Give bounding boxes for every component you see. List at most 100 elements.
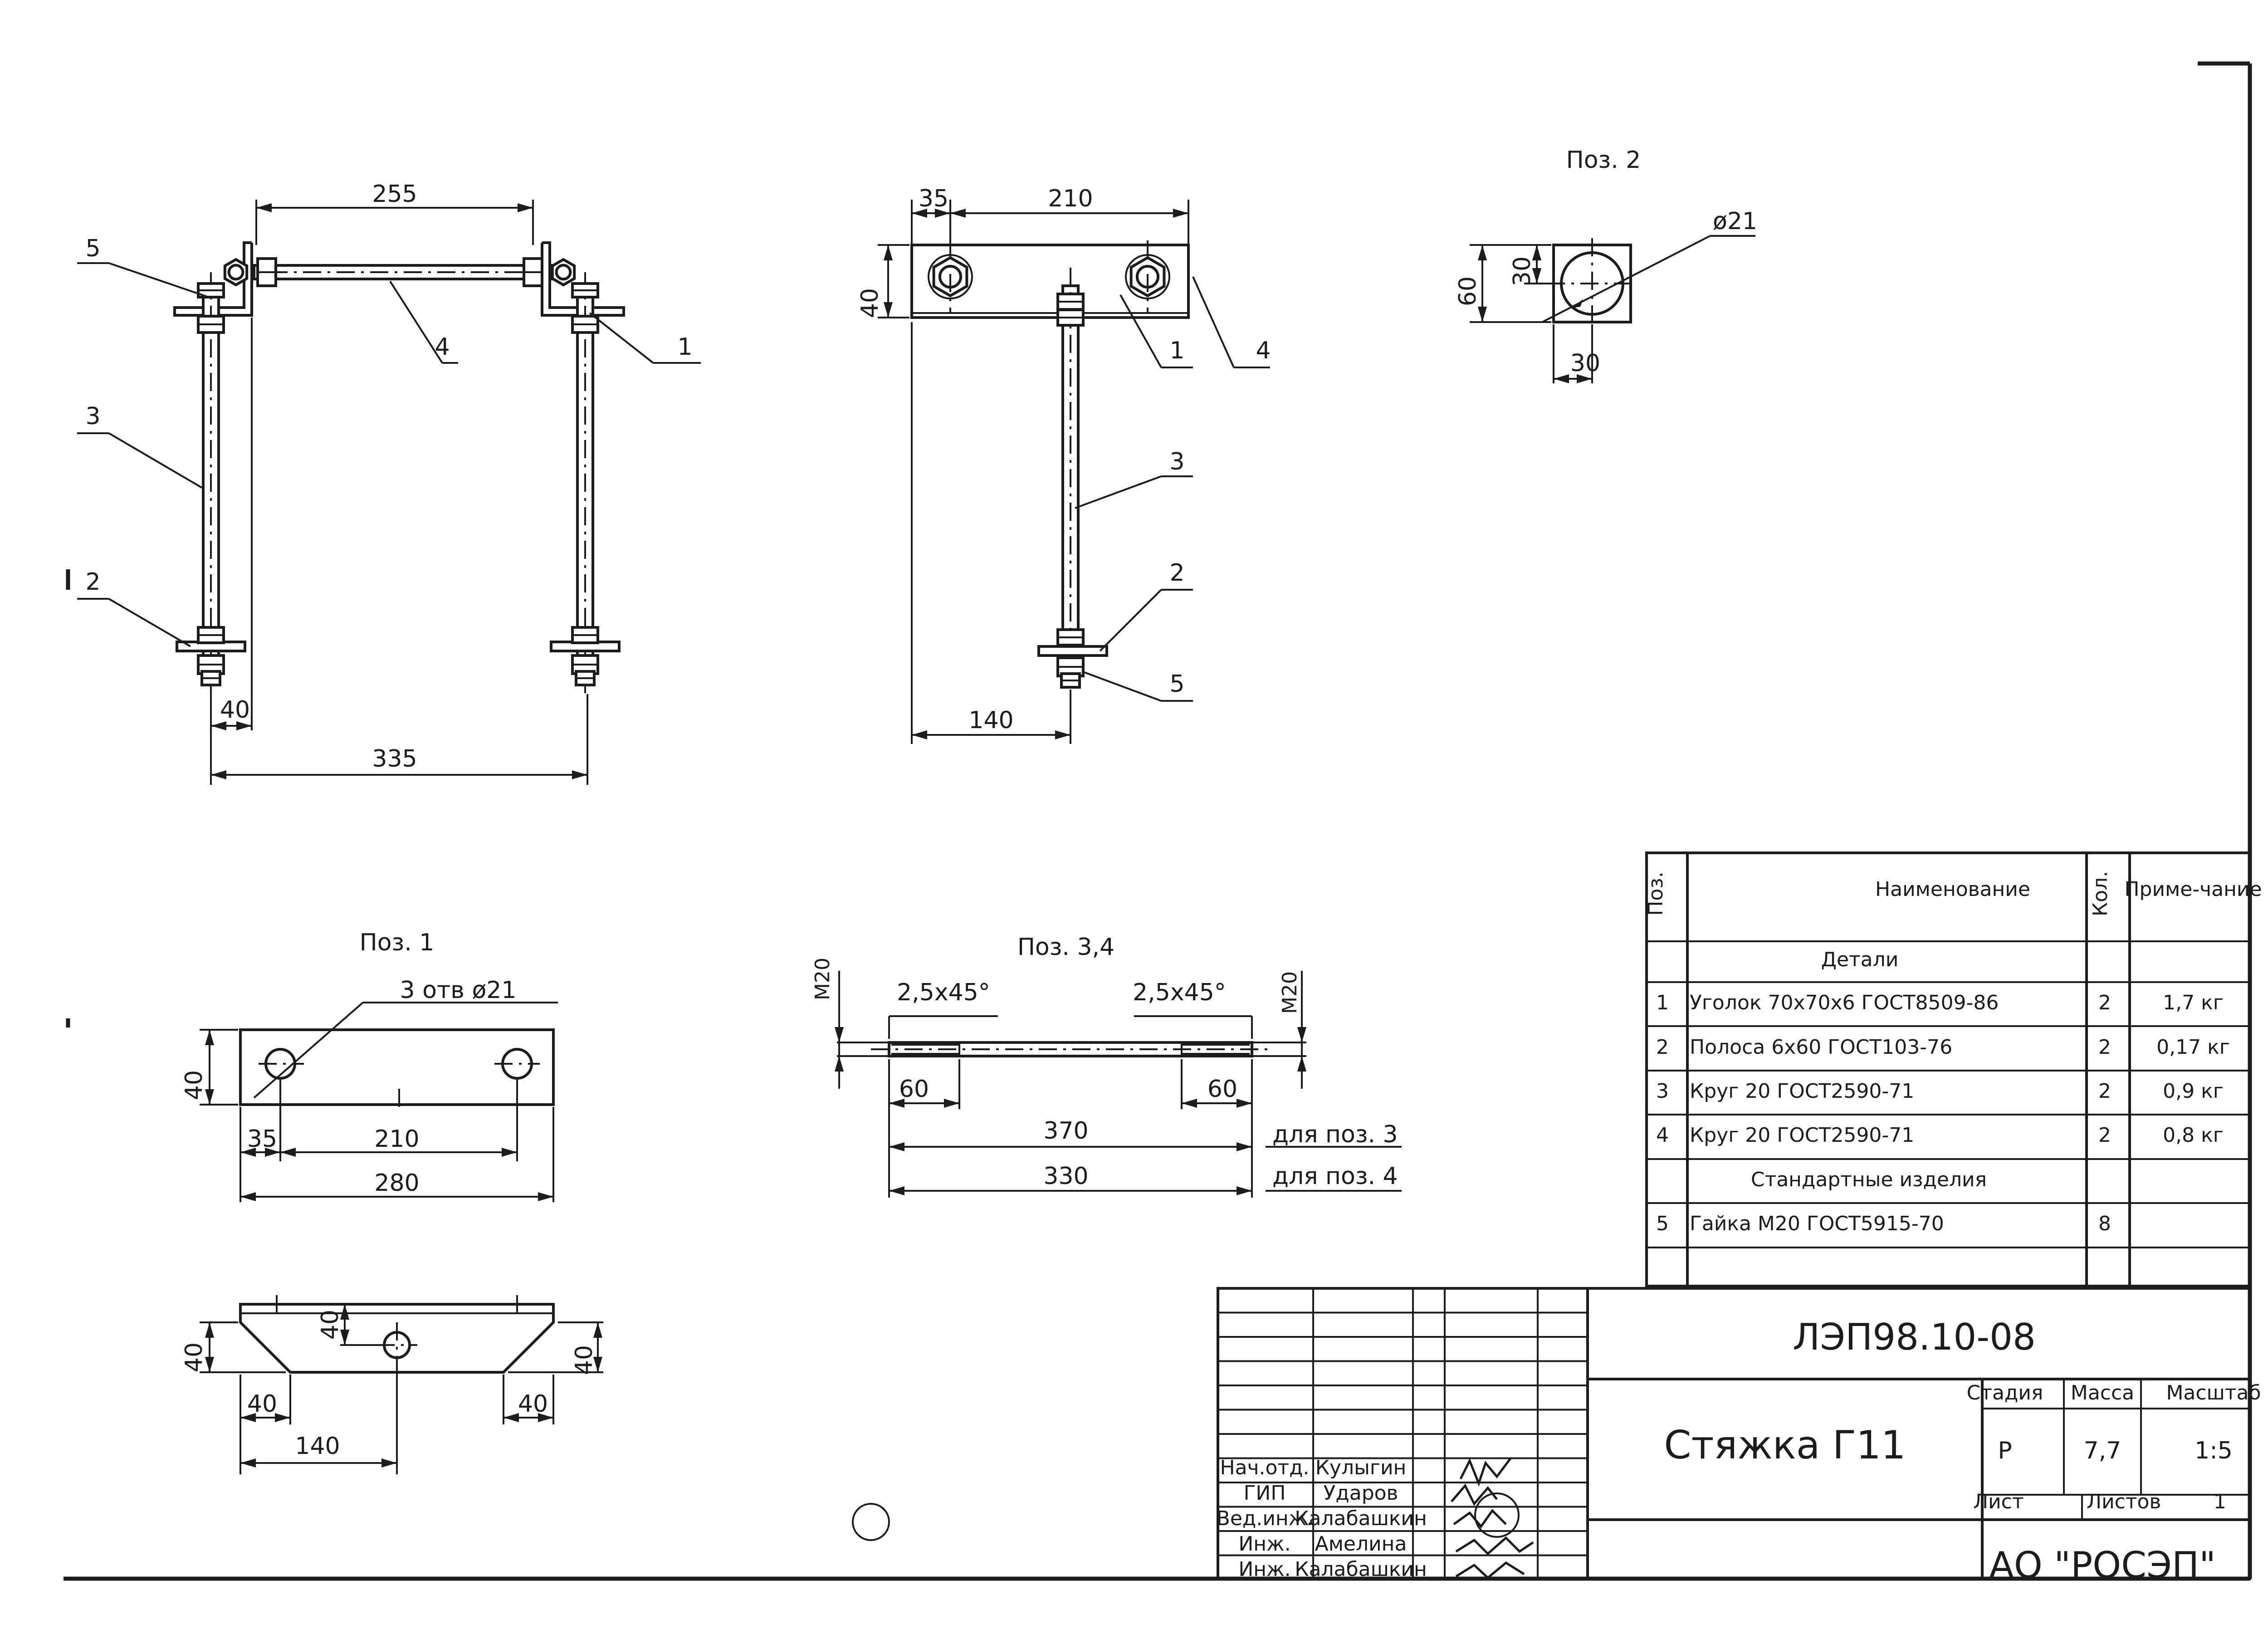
pos1-dim-40-side-l: 40: [181, 1342, 208, 1372]
table-row: 3 Круг 20 ГОСТ2590-71 2 0,9 кг: [1656, 1080, 2224, 1103]
pos1-dim-35: 35: [247, 1125, 277, 1153]
pos34-for-pos3: для поз. 3: [1272, 1121, 1398, 1148]
dimension-arrow: [593, 1322, 602, 1338]
scale-value: 1:5: [2195, 1437, 2233, 1464]
pos34-length-330: 330: [1043, 1163, 1088, 1190]
signer-role: Вед.инж.: [1217, 1507, 1313, 1530]
signature: [1455, 1561, 1525, 1580]
dimension-arrow: [240, 1148, 256, 1157]
spec-row-qty: 2: [2098, 1124, 2111, 1147]
leader-label-2: 2: [85, 568, 100, 596]
dimension-arrow: [240, 1458, 256, 1468]
spec-row-name: Гайка М20 ГОСТ5915-70: [1690, 1212, 1944, 1235]
dimension-arrow: [1237, 1186, 1252, 1195]
hex-nut: [223, 258, 249, 287]
spec-header-name: Наименование: [1875, 878, 2030, 901]
table-row: 1 Уголок 70х70х6 ГОСТ8509-86 2 1,7 кг: [1656, 991, 2224, 1014]
pos2-view: Поз. 2 ø21 60 30 30: [1454, 147, 1757, 383]
pos1-title: Поз. 1: [360, 929, 435, 956]
dimension-arrow: [280, 1148, 296, 1157]
spec-row-name: Уголок 70х70х6 ГОСТ8509-86: [1690, 991, 1999, 1014]
dimension-arrow: [1297, 1056, 1306, 1071]
leader-line: [1119, 294, 1162, 368]
spec-row-pos: 5: [1656, 1212, 1669, 1235]
dimension-arrow: [275, 1413, 290, 1422]
left-angle: [173, 241, 253, 317]
dimension-arrow: [889, 1186, 904, 1195]
leader-line: [1099, 589, 1162, 652]
dimension-arrow: [935, 209, 950, 218]
signer-name: Ударов: [1324, 1482, 1398, 1505]
signature: [1459, 1458, 1511, 1487]
dimension-arrow: [1532, 268, 1541, 284]
leader-line: [1192, 276, 1235, 368]
pos34-thread-len-right: 60: [1207, 1076, 1237, 1103]
spec-row-note: 1,7 кг: [2163, 991, 2224, 1014]
spec-header-note: Приме-чание: [2124, 878, 2262, 901]
spec-row-name: Полоса 6х60 ГОСТ103-76: [1690, 1036, 1952, 1059]
pos34-thread-right: M20: [1278, 971, 1301, 1014]
pos34-thread-left: M20: [811, 958, 834, 1000]
leader-label-4: 4: [435, 333, 450, 361]
leader-line: [1075, 475, 1162, 509]
dimension-arrow: [1237, 1142, 1252, 1151]
signature-row: Нач.отд. Кулыгин: [1220, 1456, 1407, 1479]
drawing-title: Стяжка Г11: [1664, 1423, 1906, 1468]
dimension-arrow: [889, 1099, 904, 1108]
dim-40: 40: [220, 696, 250, 724]
leader-label-1: 1: [1169, 337, 1184, 364]
dimension-arrow: [381, 1458, 397, 1468]
signature: [1453, 1509, 1507, 1529]
dimension-arrow: [538, 1413, 553, 1422]
pos2-dim-30-h: 30: [1570, 350, 1600, 377]
dimension-arrow: [1554, 374, 1569, 383]
dimension-arrow: [835, 1056, 844, 1071]
dim-210: 210: [1048, 185, 1093, 212]
spec-section-details: Детали: [1821, 948, 1899, 971]
pos1-dim-40-h: 40: [181, 1070, 208, 1100]
spec-row-name: Круг 20 ГОСТ2590-71: [1690, 1080, 1914, 1103]
signature-row: ГИП Ударов: [1244, 1482, 1398, 1505]
spec-row-qty: 8: [2098, 1212, 2111, 1235]
pos2-dim-30-v: 30: [1509, 256, 1536, 286]
leader-label-4: 4: [1256, 337, 1271, 364]
signature-row: Вед.инж. Калабашкин: [1217, 1507, 1427, 1530]
pos1-dim-40-center: 40: [317, 1310, 344, 1340]
organization: АО "РОСЭП": [1989, 1544, 2216, 1586]
signer-name: Калабашкин: [1295, 1558, 1427, 1581]
pos34-title: Поз. 3,4: [1017, 934, 1114, 961]
dimension-arrow: [889, 1142, 904, 1151]
dimension-arrow: [205, 1322, 214, 1338]
dimension-arrow: [950, 209, 966, 218]
front-view: 255 335 40 5 4 1 3 2: [66, 181, 701, 1027]
dimension-arrow: [205, 1089, 214, 1105]
scale-label: Масштаб: [2166, 1381, 2261, 1404]
hex-nut: [551, 258, 576, 287]
dimension-arrow: [1297, 1027, 1306, 1042]
pos34-chamfer-right: 2,5x45°: [1133, 979, 1226, 1006]
dimension-arrow: [1478, 245, 1487, 260]
pos34-thread-len-left: 60: [899, 1076, 929, 1103]
dimension-arrow: [1478, 307, 1487, 322]
washer-plate: [1037, 645, 1108, 657]
signer-name: Амелина: [1315, 1532, 1407, 1556]
specification-table: Поз. Наименование Кол. Приме-чание Детал…: [1644, 851, 2262, 1287]
signer-role: Нач.отд.: [1220, 1456, 1310, 1479]
leader-label-3: 3: [85, 403, 100, 430]
spec-row-note: 0,17 кг: [2156, 1036, 2230, 1059]
spec-row-pos: 2: [1656, 1036, 1669, 1059]
dimension-arrow: [572, 770, 587, 779]
leader-line: [108, 432, 203, 489]
dimension-arrow: [205, 1030, 214, 1045]
dimension-arrow: [912, 730, 927, 739]
dimension-arrow: [240, 1413, 256, 1422]
pos1-view: Поз. 1 3 отв ø21 40 35 210 280 40 40 40 …: [181, 929, 603, 1474]
pos1-dim-40-side-r: 40: [571, 1345, 598, 1375]
dimension-arrow: [503, 1413, 519, 1422]
pos2-title: Поз. 2: [1566, 147, 1641, 174]
dimension-arrow: [502, 1148, 517, 1157]
dimension-arrow: [1569, 299, 1583, 308]
nut-hole: [227, 264, 244, 281]
scan-artifact-circle: [852, 1503, 890, 1541]
